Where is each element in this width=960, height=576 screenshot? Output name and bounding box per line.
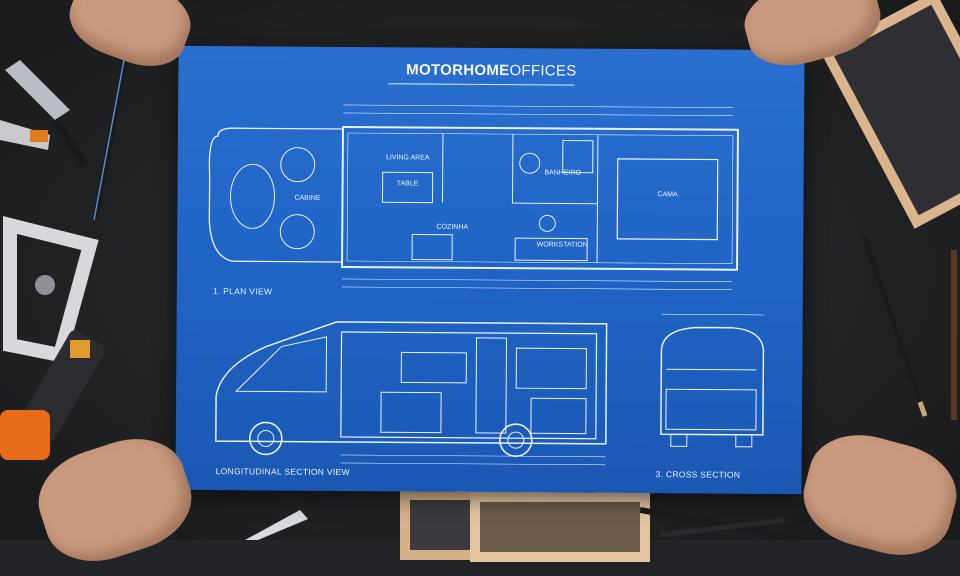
pencil-tool [858, 232, 938, 422]
room-label-cabin: CABINE [287, 195, 327, 203]
longitudinal-view-label: LONGITUDINAL SECTION VIEW [216, 466, 350, 477]
room-label-kitchen: COZINHA [422, 224, 482, 232]
pliers-tool [0, 60, 90, 170]
pencil-tool-2 [946, 250, 960, 420]
room-label-bed: CAMA [637, 191, 697, 199]
picture-frame-bottom-2 [470, 492, 650, 562]
blueprint-drawing [175, 46, 804, 494]
ruler-tool [90, 60, 130, 220]
room-label-workstation: WORKSTATION [527, 241, 597, 250]
cross-section-label: 3. CROSS SECTION [656, 469, 741, 480]
plan-view-label: 1. PLAN VIEW [213, 286, 272, 296]
scissors-tool [640, 500, 790, 540]
room-label-table: TABLE [383, 180, 433, 188]
square-ruler-tool [240, 505, 310, 540]
room-label-bathroom: BANHEIRO [533, 169, 593, 177]
blueprint-sheet: MOTORHOMEOFFICES [175, 46, 804, 494]
room-label-living: LIVING AREA [378, 154, 438, 162]
